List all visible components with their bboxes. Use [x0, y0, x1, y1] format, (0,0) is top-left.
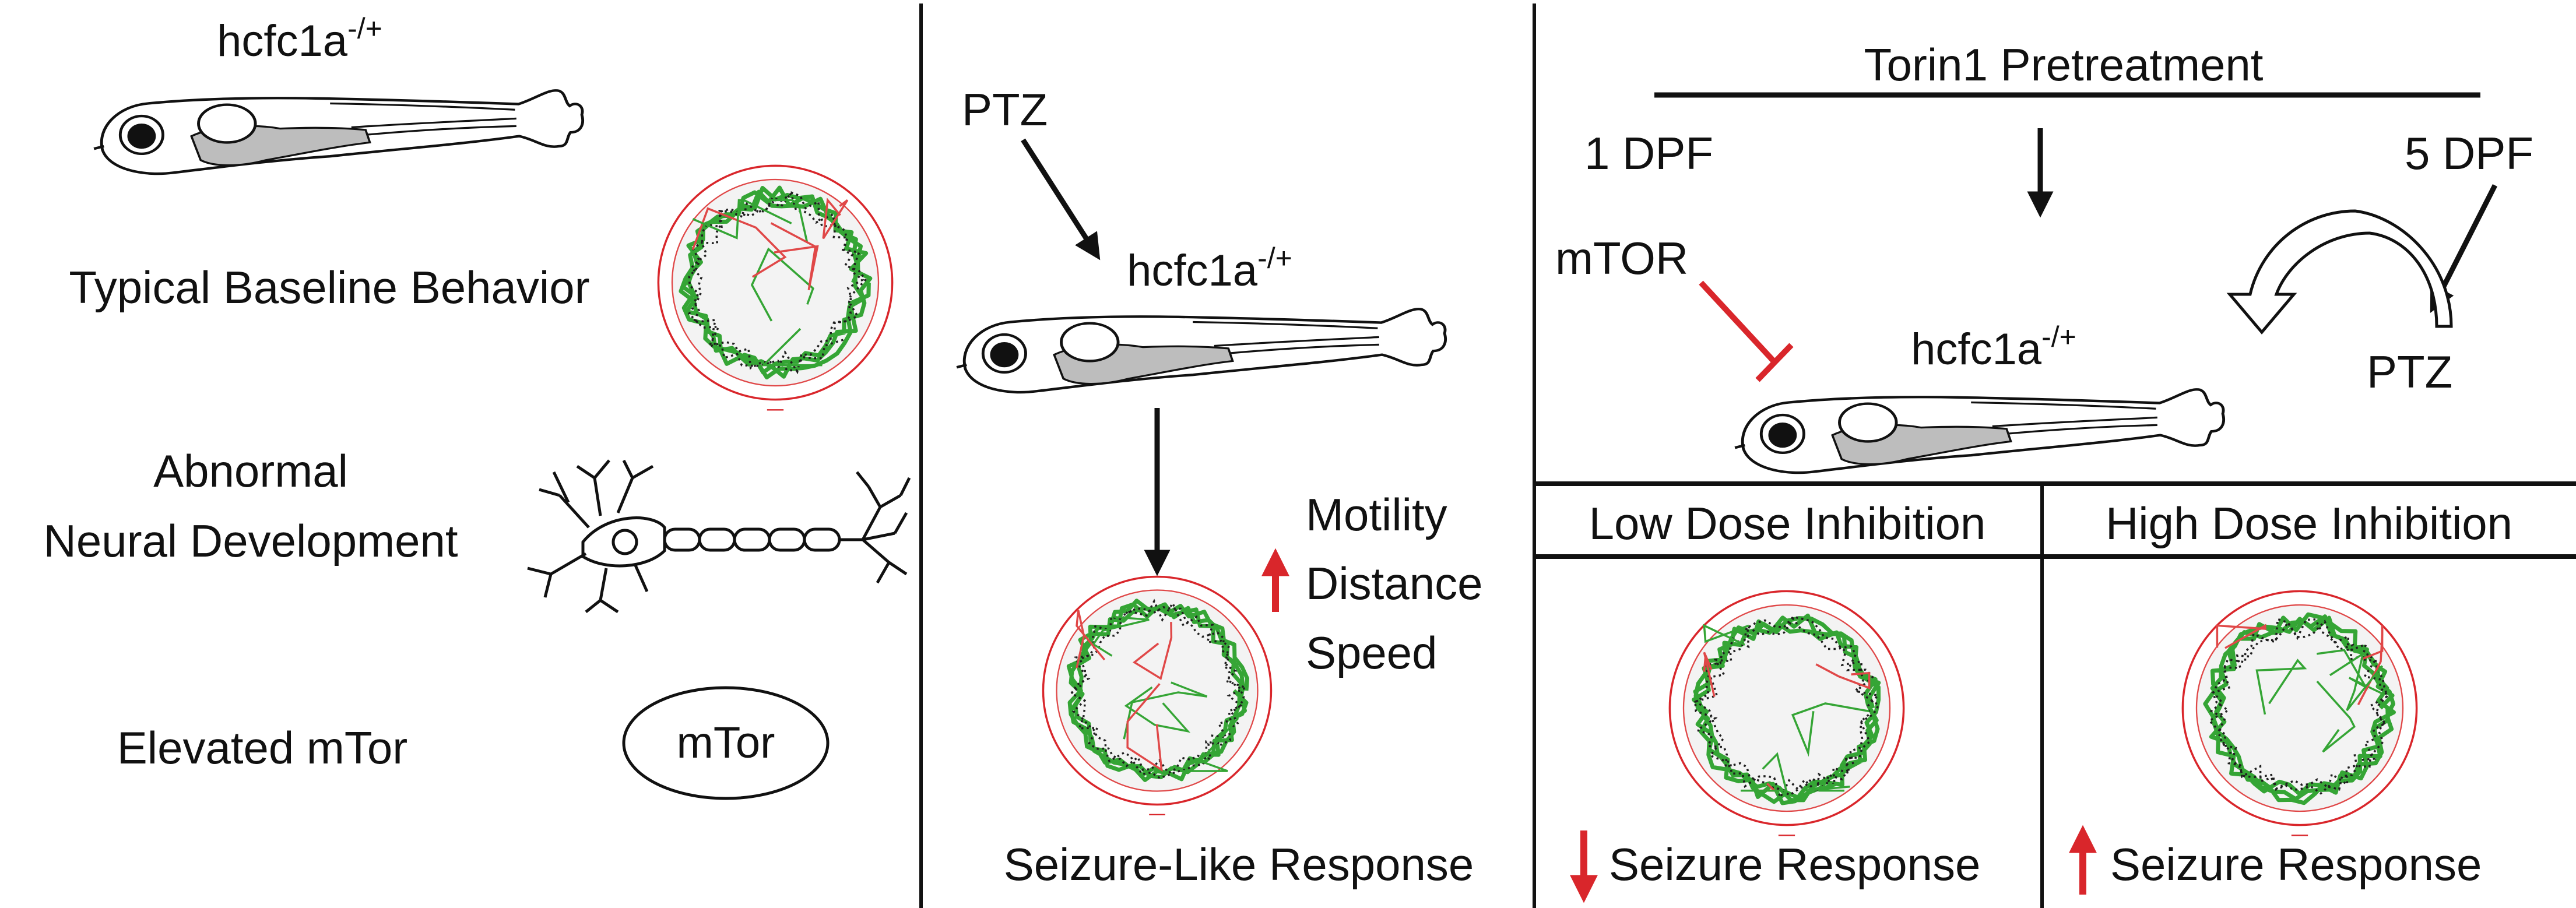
zebrafish-larva-icon: [957, 309, 1445, 392]
metric-distance: Distance: [1306, 558, 1482, 609]
tracking-dish-icon: [657, 164, 894, 411]
panel2-genotype: hcfc1a-/+: [1127, 242, 1292, 295]
panel3-ptz-label: PTZ: [2367, 346, 2452, 397]
tracking-dish-icon: [1042, 575, 1273, 815]
high-dose-response-label: Seizure Response: [2110, 839, 2482, 890]
mtor-target-label: mTOR: [1555, 233, 1688, 284]
tracking-dish-icon: [1668, 590, 1905, 836]
low-dose-header: Low Dose Inhibition: [1589, 498, 1986, 549]
mtor-badge-label: mTor: [677, 718, 775, 768]
zebrafish-larva-icon: [94, 90, 582, 174]
metric-speed: Speed: [1306, 627, 1438, 678]
seizure-like-response-label: Seizure-Like Response: [1004, 839, 1474, 890]
neuron-icon: [527, 459, 911, 614]
day-5-label: 5 DPF: [2405, 128, 2533, 179]
torin-pretreatment-title: Torin1 Pretreatment: [1864, 39, 2264, 90]
panel1-genotype: hcfc1a-/+: [217, 12, 382, 66]
mtor-badge: [622, 686, 830, 800]
zebrafish-larva-icon: [1735, 389, 2223, 473]
elevated-mtor-label: Elevated mTor: [117, 722, 408, 773]
panel-torin: Torin1 Pretreatment 1 DPF 5 DPF mTOR hcf…: [1555, 39, 2533, 903]
panel-baseline: hcfc1a-/+ Typical Baseline Behavior Abno…: [43, 12, 911, 800]
panel3-genotype: hcfc1a-/+: [1911, 321, 2076, 374]
low-dose-response-label: Seizure Response: [1609, 839, 1980, 890]
inhibition-arrow-icon: [1699, 280, 1794, 382]
day-1-label: 1 DPF: [1584, 128, 1713, 179]
panel-dividers: [919, 3, 2576, 908]
tracking-dish-icon: [2181, 590, 2418, 836]
curved-arrow-icon: [2226, 209, 2453, 335]
panel2-ptz-label: PTZ: [962, 84, 1048, 135]
high-dose-header: High Dose Inhibition: [2106, 498, 2512, 549]
typical-behavior-label: Typical Baseline Behavior: [69, 262, 589, 313]
arrow-ptz-to-larva: [1021, 138, 1101, 261]
axon-segments: [663, 527, 841, 552]
abnormal-label: Abnormal: [153, 445, 348, 497]
neural-development-label: Neural Development: [43, 515, 458, 566]
panel-ptz: PTZ hcfc1a-/+ Motility Distance Speed Se…: [957, 84, 1482, 890]
metric-motility: Motility: [1306, 489, 1447, 540]
